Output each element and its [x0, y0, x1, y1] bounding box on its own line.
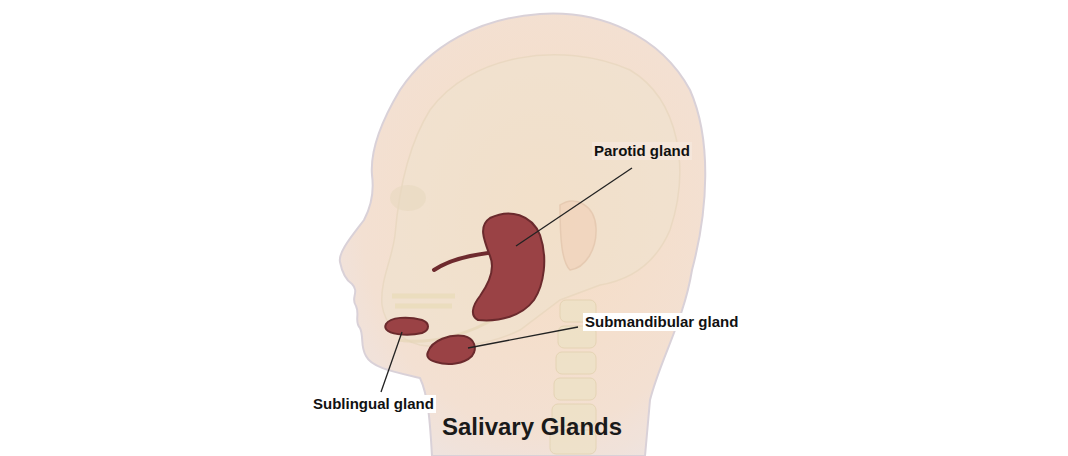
eye-socket: [390, 185, 426, 211]
leader-line: [516, 168, 632, 246]
head-outline: [340, 14, 705, 456]
leader-line: [381, 332, 402, 392]
ear: [560, 201, 596, 270]
sublingual-gland: [385, 318, 428, 335]
part-label: Submandibular gland: [583, 313, 740, 331]
skull-outline: [382, 55, 680, 347]
teeth-row: [392, 296, 455, 306]
parotid-duct: [434, 252, 498, 270]
parotid-gland: [473, 213, 544, 320]
part-label: Parotid gland: [592, 142, 692, 160]
submandibular-gland: [427, 336, 475, 364]
part-label: Sublingual gland: [311, 395, 436, 413]
leader-line: [468, 327, 578, 348]
diagram-title: Salivary Glands: [440, 413, 624, 442]
